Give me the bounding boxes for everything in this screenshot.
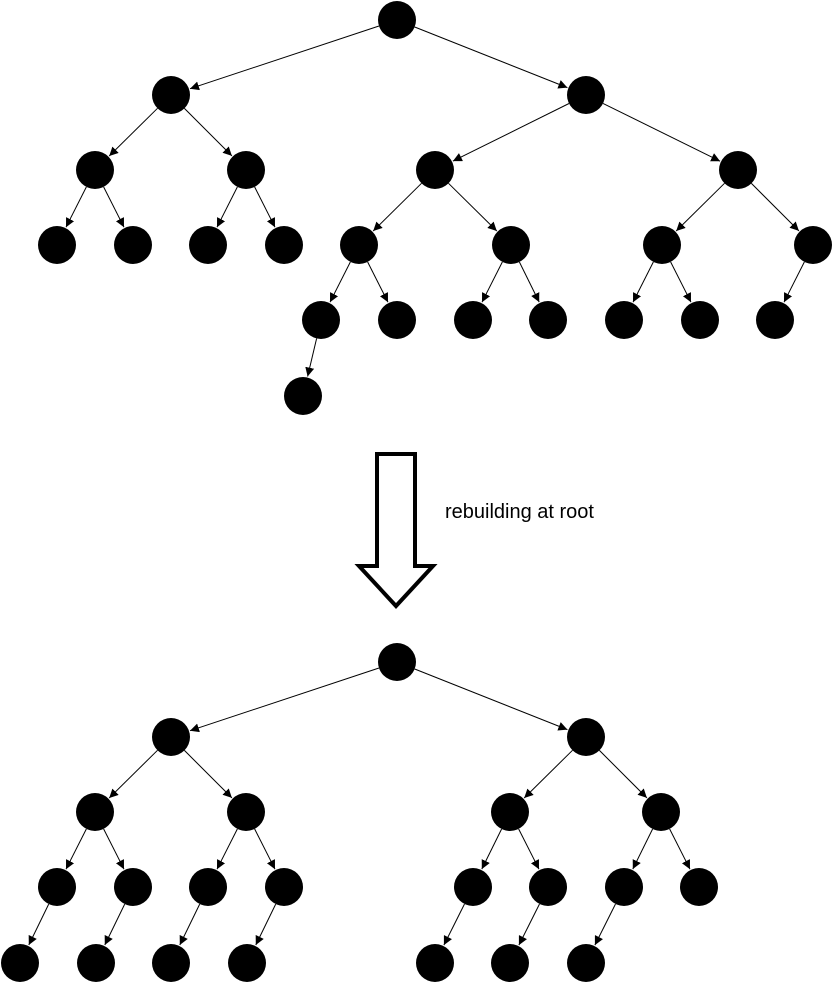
tree-before-edges [65, 25, 805, 377]
tree-edge [414, 26, 568, 89]
tree-before-nodes [38, 1, 832, 415]
tree-edge [783, 261, 805, 303]
tree-edge [28, 903, 50, 946]
rebuild-step: rebuilding at root [354, 452, 594, 609]
tree-node [38, 226, 76, 264]
tree-node [227, 151, 265, 189]
down-arrow-icon [354, 452, 438, 609]
tree-node [284, 377, 322, 415]
tree-edge [184, 750, 233, 799]
tree-node [302, 301, 340, 339]
tree-edge [675, 182, 725, 232]
tree-after-nodes [1, 643, 718, 982]
tree-node [416, 944, 454, 982]
tree-edge [452, 103, 570, 162]
tree-node [114, 868, 152, 906]
tree-before [38, 1, 832, 415]
tree-node [76, 151, 114, 189]
tree-edge [518, 903, 540, 946]
tree-node [152, 718, 190, 756]
tree-node [529, 301, 567, 339]
tree-edge [632, 828, 654, 870]
tree-root-node [378, 1, 416, 39]
tree-node [114, 226, 152, 264]
tree-node [794, 226, 832, 264]
tree-edge [594, 903, 616, 946]
tree-node [189, 226, 227, 264]
tree-node [227, 793, 265, 831]
tree-node [529, 868, 567, 906]
tree-node [605, 301, 643, 339]
tree-edge [602, 102, 721, 162]
tree-edge [443, 903, 465, 946]
tree-node [77, 944, 115, 982]
tree-edge [669, 828, 691, 870]
tree-root-node [378, 643, 416, 681]
tree-edge [108, 107, 158, 157]
tree-node [340, 226, 378, 264]
tree-edge [104, 903, 126, 946]
tree-node [681, 301, 719, 339]
tree-node [605, 868, 643, 906]
tree-edge [751, 183, 800, 232]
tree-edge [670, 261, 692, 303]
tree-node [265, 868, 303, 906]
tree-edge [255, 903, 277, 946]
tree-node [265, 226, 303, 264]
tree-edge [518, 828, 540, 870]
tree-edge [189, 667, 380, 733]
rebuild-label: rebuilding at root [445, 501, 594, 523]
tree-node [567, 718, 605, 756]
tree-edge [599, 750, 648, 799]
tree-node [228, 944, 266, 982]
tree-after [1, 643, 718, 982]
tree-node [756, 301, 794, 339]
tree-edge [518, 261, 540, 303]
tree-node [680, 868, 718, 906]
tree-edge [367, 261, 389, 303]
tree-node [152, 944, 190, 982]
tree-edge [523, 749, 573, 799]
tree-edge [481, 828, 503, 870]
tree-node [378, 301, 416, 339]
tree-node [643, 226, 681, 264]
tree-edge [179, 903, 201, 946]
tree-node [454, 301, 492, 339]
tree-edge [448, 182, 498, 232]
tree-edge [305, 338, 318, 377]
tree-edge [329, 261, 351, 303]
tree-node [38, 868, 76, 906]
tree-edge [103, 828, 125, 870]
tree-edge [103, 186, 125, 228]
tree-node [1, 944, 39, 982]
tree-node [719, 151, 757, 189]
tree-node [492, 226, 530, 264]
tree-node [76, 793, 114, 831]
tree-node [454, 868, 492, 906]
tree-node [491, 944, 529, 982]
tree-node [152, 76, 190, 114]
tree-edge [65, 828, 87, 870]
tree-edge [65, 186, 87, 228]
tree-edge [254, 828, 276, 870]
tree-edge [216, 186, 238, 228]
tree-edge [632, 261, 654, 303]
tree-node [567, 944, 605, 982]
tree-after-edges [28, 667, 691, 946]
tree-edge [254, 186, 276, 228]
tree-edge [414, 668, 568, 731]
tree-edge [108, 749, 158, 799]
tree-node [491, 793, 529, 831]
tree-edge [189, 25, 380, 91]
tree-node [189, 868, 227, 906]
tree-node [416, 151, 454, 189]
tree-edge [184, 108, 233, 157]
tree-edge [481, 261, 503, 303]
tree-edge [372, 182, 422, 232]
tree-node [642, 793, 680, 831]
tree-edge [216, 828, 238, 870]
tree-node [567, 76, 605, 114]
